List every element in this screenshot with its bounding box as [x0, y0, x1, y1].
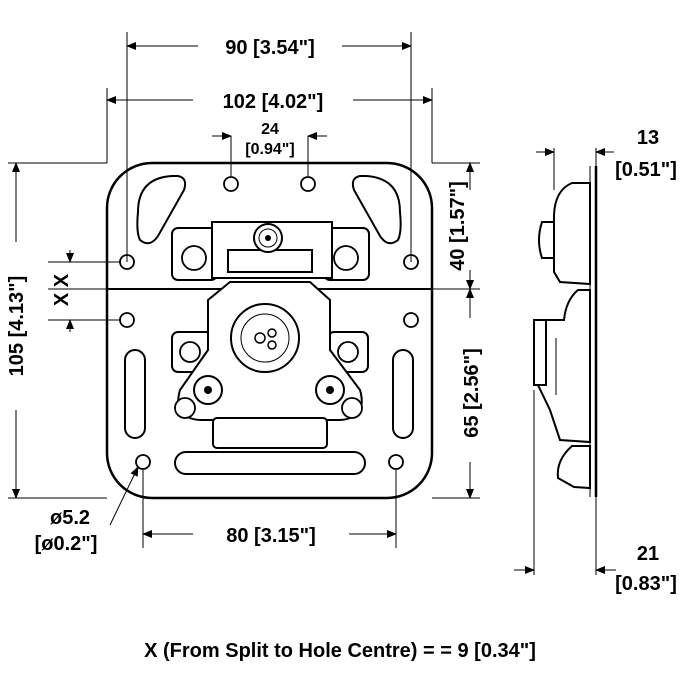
slot-top-left: [136, 175, 187, 245]
label-offset-x: X X: [51, 273, 73, 306]
label-hole-dia-in: [ø0.2"]: [35, 533, 98, 555]
hole-lower-right: [403, 312, 419, 328]
dim-top-section: 40 [1.57"]: [432, 162, 480, 290]
hole-lower-left: [119, 312, 135, 328]
label-side-depth-inch: [0.83"]: [615, 573, 677, 595]
keeper: [171, 221, 370, 281]
dim-hole-spacing-top: 24 [0.94"]: [212, 121, 327, 176]
dim-bottom-section: 65 [2.56"]: [432, 288, 483, 499]
dim-height-total: 105 [4.13"]: [6, 162, 107, 499]
plate-outline: [105, 161, 434, 500]
label-bottom-hole-spacing: 80 [3.15"]: [226, 525, 316, 547]
label-hole-spacing-top-inch: [0.94"]: [245, 141, 294, 158]
hole-bottom-right: [388, 454, 404, 470]
label-side-depth: 21: [637, 543, 659, 565]
dim-side-depth: 21 [0.83"]: [514, 390, 677, 595]
dim-side-thickness: 13 [0.51"]: [536, 127, 677, 190]
latch-body: [171, 281, 369, 449]
hole-bottom-left: [135, 454, 151, 470]
dim-width-outer: 90 [3.54"]: [126, 32, 412, 262]
label-side-thickness: 13: [637, 127, 659, 149]
label-width-outer: 90 [3.54"]: [225, 37, 315, 59]
slot-side-left: [124, 349, 146, 439]
hole-top-2: [300, 176, 316, 192]
side-view: [533, 166, 598, 497]
label-hole-dia-mm: ø5.2: [50, 507, 90, 529]
dim-bottom-hole-spacing: 80 [3.15"]: [142, 470, 397, 548]
label-side-thickness-inch: [0.51"]: [615, 159, 677, 181]
slot-bottom: [174, 451, 366, 475]
front-view: [105, 161, 434, 500]
label-height-total: 105 [4.13"]: [6, 276, 28, 377]
label-top-section: 40 [1.57"]: [447, 181, 469, 271]
slot-top-right: [351, 175, 402, 245]
slot-side-right: [392, 349, 414, 439]
label-hole-spacing-top: 24: [261, 121, 279, 138]
dim-hole-diameter: ø5.2 [ø0.2"]: [35, 466, 139, 555]
dim-offset-x: X X: [48, 250, 120, 332]
label-width-plate: 102 [4.02"]: [223, 91, 324, 113]
dim-width-plate: 102 [4.02"]: [106, 88, 433, 163]
footnote-x-definition: X (From Split to Hole Centre) = = 9 [0.3…: [144, 640, 536, 662]
label-bottom-section: 65 [2.56"]: [461, 348, 483, 438]
hole-top-1: [223, 176, 239, 192]
